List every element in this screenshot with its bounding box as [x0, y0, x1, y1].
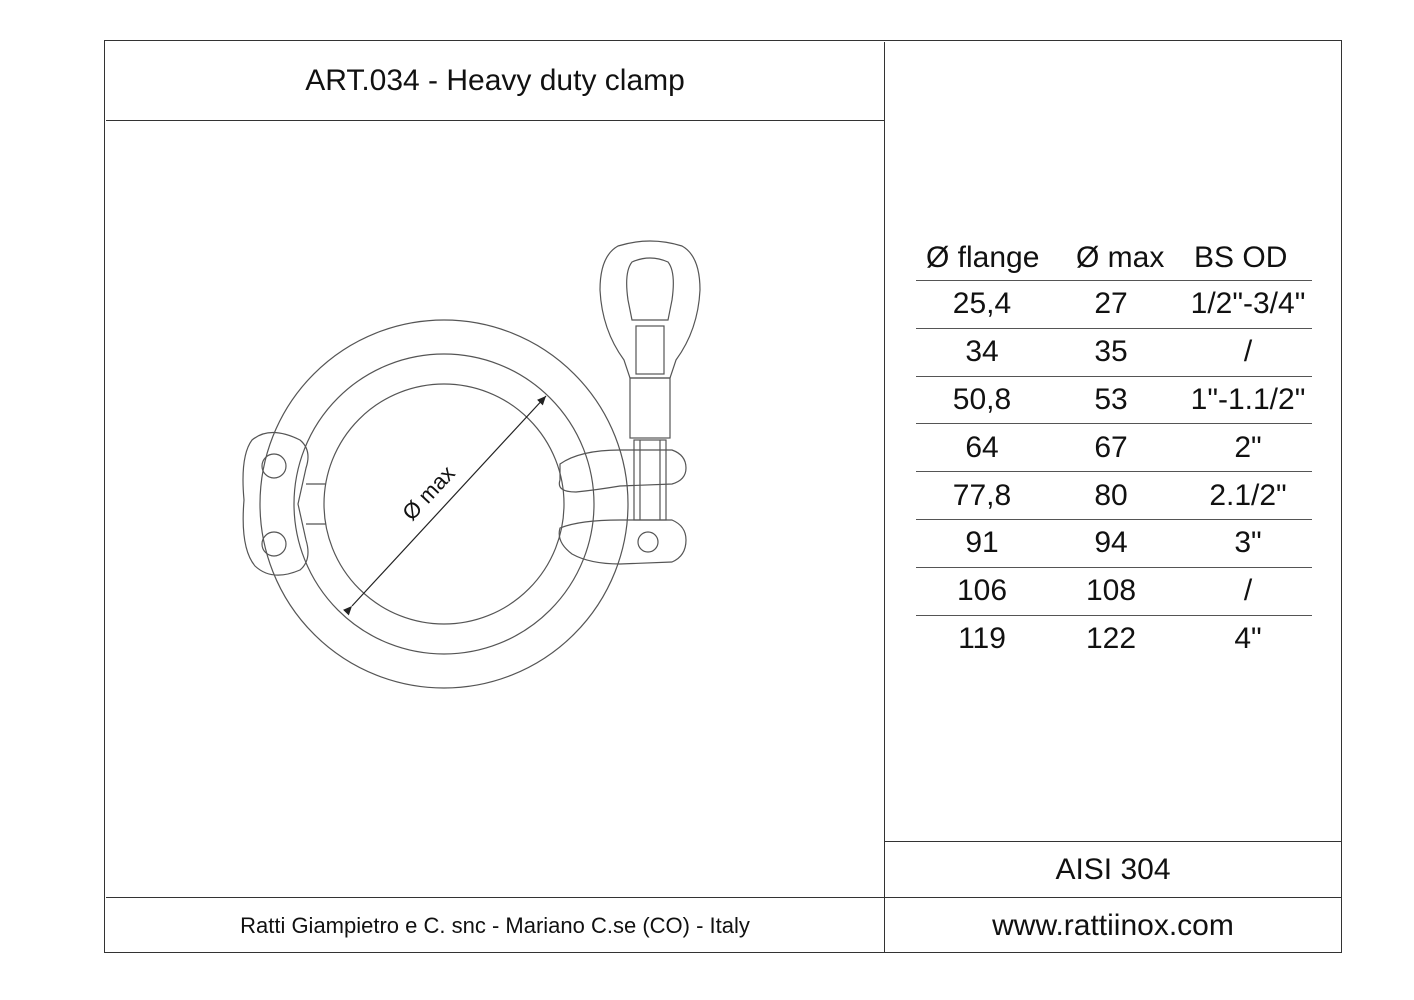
flange-diameter-cell: 77,8	[952, 478, 1012, 512]
wing-handle	[599, 240, 701, 379]
website-link[interactable]: www.rattiinox.com	[992, 908, 1234, 942]
table-row: 50,8 53 1"-1.1/2"	[916, 377, 1312, 425]
bs-od-cell: 3"	[1234, 526, 1262, 560]
flange-diameter-cell: 106	[956, 574, 1008, 608]
bolt-shaft	[629, 377, 671, 439]
closure-lug	[558, 449, 687, 493]
company-info: Ratti Giampietro e C. snc - Mariano C.se…	[240, 912, 750, 938]
table-row: 25,4 27 1/2"-3/4"	[916, 281, 1312, 329]
hinge-ear	[242, 431, 309, 576]
header-flange-diameter: Ø flange	[926, 241, 1040, 274]
max-diameter-cell: 80	[1094, 478, 1128, 512]
bs-od-cell: 2"	[1234, 430, 1262, 464]
flange-diameter-cell: 25,4	[952, 287, 1012, 321]
material-label: AISI 304	[1055, 853, 1171, 886]
header-max-diameter: Ø max	[1076, 241, 1165, 274]
dimension-table: Ø flange Ø max BS OD 25,4 27 1/2"-3/4" 3…	[916, 236, 1312, 662]
flange-diameter-cell: 34	[965, 335, 999, 369]
lug-pin	[637, 531, 659, 553]
footer-divider	[106, 897, 1341, 898]
title-divider	[106, 120, 884, 121]
max-diameter-cell: 35	[1094, 335, 1128, 369]
max-diameter-cell: 53	[1094, 382, 1128, 416]
table-row: 106 108 /	[916, 568, 1312, 616]
ring-inner-edge	[293, 353, 595, 655]
bs-od-cell: 1"-1.1/2"	[1190, 382, 1306, 416]
drawing-title: ART.034 - Heavy duty clamp	[305, 64, 685, 97]
header-bs-od: BS OD	[1194, 241, 1288, 274]
dimension-line	[342, 395, 547, 616]
bs-od-cell: /	[1243, 335, 1253, 369]
max-diameter-cell: 122	[1085, 621, 1137, 655]
bs-od-cell: /	[1243, 574, 1253, 608]
bore	[323, 383, 565, 625]
table-row: 77,8 80 2.1/2"	[916, 472, 1312, 520]
hinge-hole-bottom	[261, 531, 287, 557]
hinge-hole-top	[261, 453, 287, 479]
max-diameter-cell: 108	[1085, 574, 1137, 608]
max-diameter-cell: 27	[1094, 287, 1128, 321]
table-row: 64 67 2"	[916, 424, 1312, 473]
bs-od-cell: 2.1/2"	[1209, 478, 1287, 512]
max-diameter-cell: 94	[1094, 526, 1128, 560]
bs-od-cell: 1/2"-3/4"	[1190, 287, 1306, 321]
table-row: 34 35 /	[916, 329, 1312, 377]
flange-diameter-cell: 119	[958, 621, 1006, 655]
table-row: 119 122 4"	[916, 616, 1312, 663]
dimension-label: Ø max	[397, 461, 459, 525]
max-diameter-cell: 67	[1094, 430, 1128, 464]
bs-od-cell: 4"	[1234, 621, 1262, 655]
table-row: 91 94 3"	[916, 520, 1312, 568]
center-divider	[884, 42, 885, 952]
flange-diameter-cell: 50,8	[952, 382, 1012, 416]
flange-diameter-cell: 91	[965, 526, 999, 560]
flange-diameter-cell: 64	[965, 430, 999, 464]
drawing-frame	[104, 40, 1342, 953]
outer-ring	[259, 319, 629, 689]
clamp-drawing: Ø max	[242, 240, 701, 689]
material-divider	[885, 841, 1341, 842]
table-header-row: Ø flange Ø max BS OD	[916, 236, 1312, 281]
